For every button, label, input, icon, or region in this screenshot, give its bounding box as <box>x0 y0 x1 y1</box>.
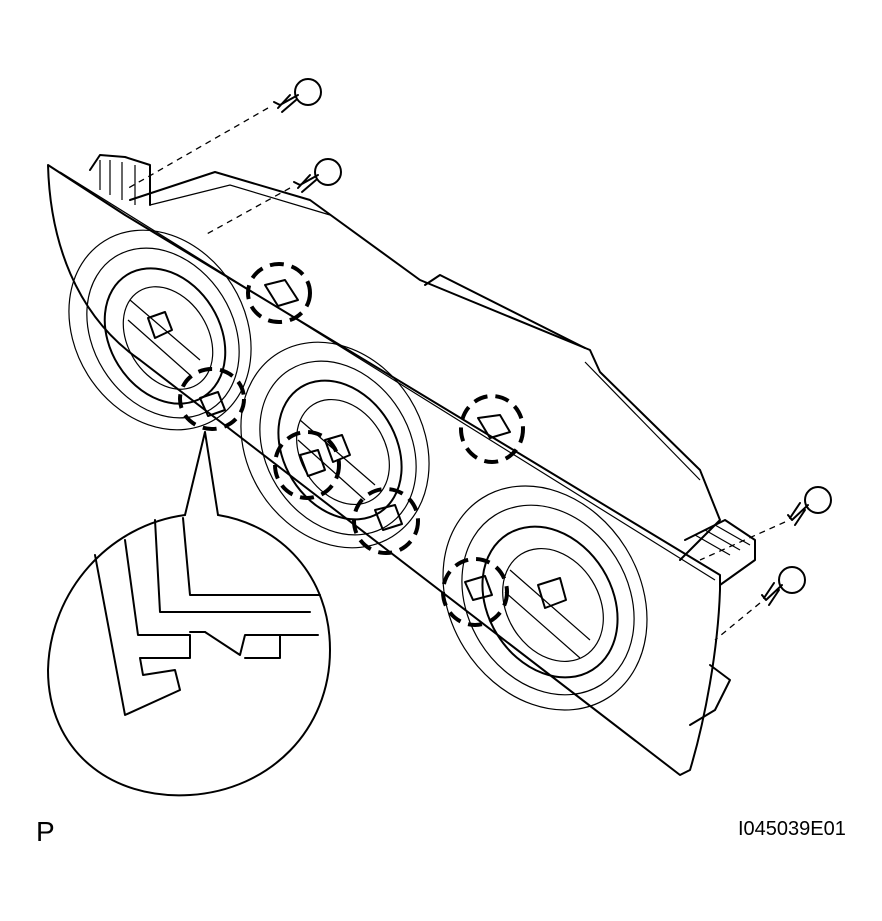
clip-marker-6 <box>441 557 509 627</box>
bezel-panel <box>47 164 721 776</box>
left-top-tab <box>89 154 151 206</box>
bottom-right-tab <box>689 664 731 726</box>
clip-marker-4 <box>273 430 341 500</box>
vent-outlet-center <box>240 341 430 549</box>
view-label: P <box>36 816 55 847</box>
clip-features <box>199 279 511 601</box>
right-tab <box>684 519 756 586</box>
detail-callout <box>47 431 331 797</box>
screw-guide-lines <box>124 107 786 641</box>
clip-location-markers <box>178 262 525 627</box>
clip-marker-3 <box>178 367 246 431</box>
clip-marker-2 <box>459 394 525 464</box>
screw-right-2 <box>761 566 806 606</box>
screw-upper-left-2 <box>293 158 342 193</box>
rear-housing <box>129 171 721 561</box>
vent-outlet-right <box>442 485 648 711</box>
clip-marker-1 <box>246 262 312 324</box>
screw-right-1 <box>787 486 832 526</box>
figure-code: I045039E01 <box>738 818 846 840</box>
bezel-inner-edge <box>59 171 716 581</box>
screw-upper-left-1 <box>273 78 322 113</box>
clip-marker-5 <box>352 487 420 555</box>
